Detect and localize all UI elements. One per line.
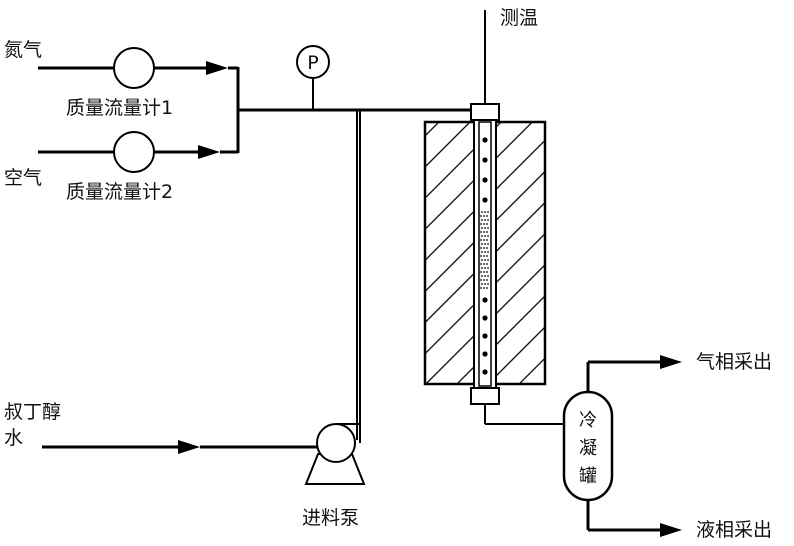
reactor-outlet-line [484,404,566,425]
reactor-tube [470,103,500,405]
liquid-feed-line [42,440,320,454]
gas-outlet-line [586,355,682,392]
mfc2-label: 质量流量计2 [66,181,173,203]
pump-body [316,423,356,463]
temperature-label: 测温 [500,7,538,29]
mass-flow-meter-2 [113,131,155,173]
condenser-char-2: 凝 [579,438,597,459]
air-flow-arrow [198,145,220,159]
feed-pump [304,423,366,485]
liquid-outlet-arrow [660,523,682,537]
feed-label-line1: 叔丁醇 [4,401,61,423]
liquid-outlet-line [586,500,682,537]
condenser-char-3: 罐 [579,466,597,487]
mfc1-label: 质量流量计1 [66,97,173,119]
pressure-gauge [296,45,330,79]
feed-pump-label: 进料泵 [302,507,359,529]
gas-outlet-arrow [660,355,682,369]
feed-flow-arrow [178,440,200,454]
reactor-bottom-fitting [470,387,500,405]
reactor-top-fitting [470,103,500,121]
condenser-char-1: 冷 [579,410,597,431]
pressure-gauge-label: P [307,52,318,74]
pump-discharge-line [356,110,361,443]
liquid-outlet-label: 液相采出 [696,519,772,541]
mass-flow-meter-1 [113,47,155,89]
catalyst-bed [480,211,489,289]
gas-outlet-label: 气相采出 [696,351,772,373]
nitrogen-line [38,61,238,75]
air-line [38,145,238,159]
feed-label-line2: 水 [4,427,23,449]
packing-dots [482,137,488,375]
nitrogen-flow-arrow [206,61,228,75]
nitrogen-label: 氮气 [4,39,42,61]
air-label: 空气 [4,167,42,189]
